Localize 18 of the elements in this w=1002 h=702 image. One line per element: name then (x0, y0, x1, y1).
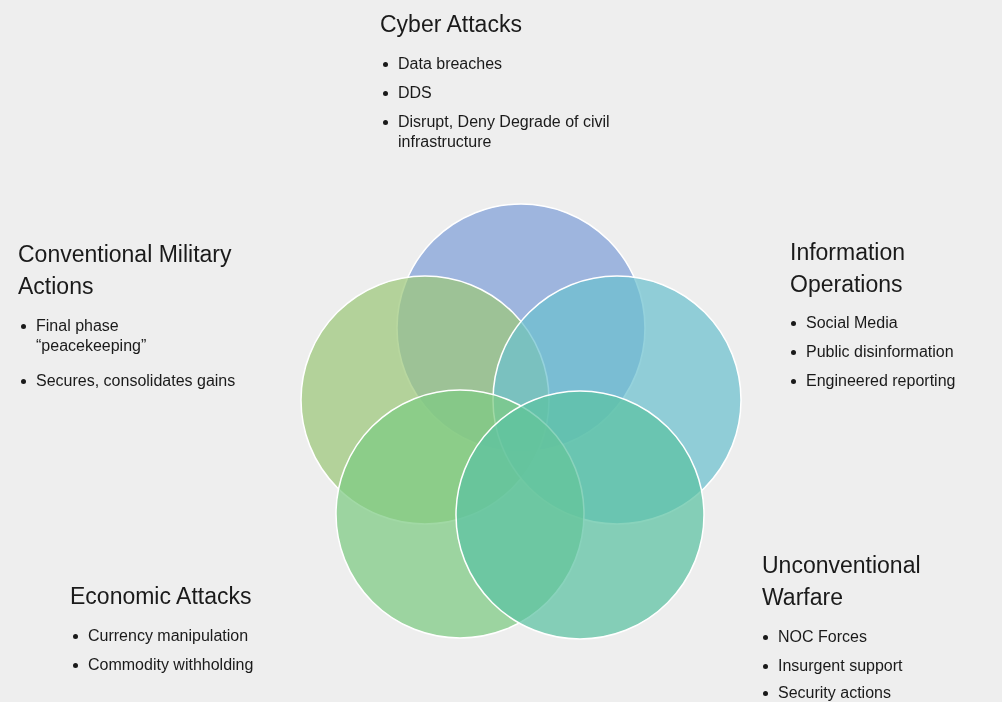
category-heading: Economic Attacks (70, 582, 253, 611)
bullet-item: Commodity withholding (88, 655, 255, 675)
bullet-item: Social Media (806, 313, 899, 333)
bullet-item: Secures, consolidates gains (36, 371, 237, 391)
category-heading: Information Operations (790, 238, 907, 299)
bullet-item: DDS (398, 83, 433, 103)
category-heading: Unconventional Warfare (762, 551, 922, 612)
category-heading: Cyber Attacks (380, 10, 523, 39)
bullet-item: Engineered reporting (806, 371, 957, 391)
bullet-item: NOC Forces (778, 627, 868, 647)
bullet-item: Public disinformation (806, 342, 955, 362)
bullet-item: Data breaches (398, 54, 504, 74)
category-heading: Conventional Military Actions (18, 240, 233, 301)
bullet-item: Security actions (778, 683, 892, 702)
bullet-item: Final phase “peacekeeping” (36, 316, 148, 356)
bullet-item: Insurgent support (778, 656, 904, 676)
bullet-item: Disrupt, Deny Degrade of civil infrastructure (398, 112, 611, 152)
bullet-item: Currency manipulation (88, 626, 250, 646)
